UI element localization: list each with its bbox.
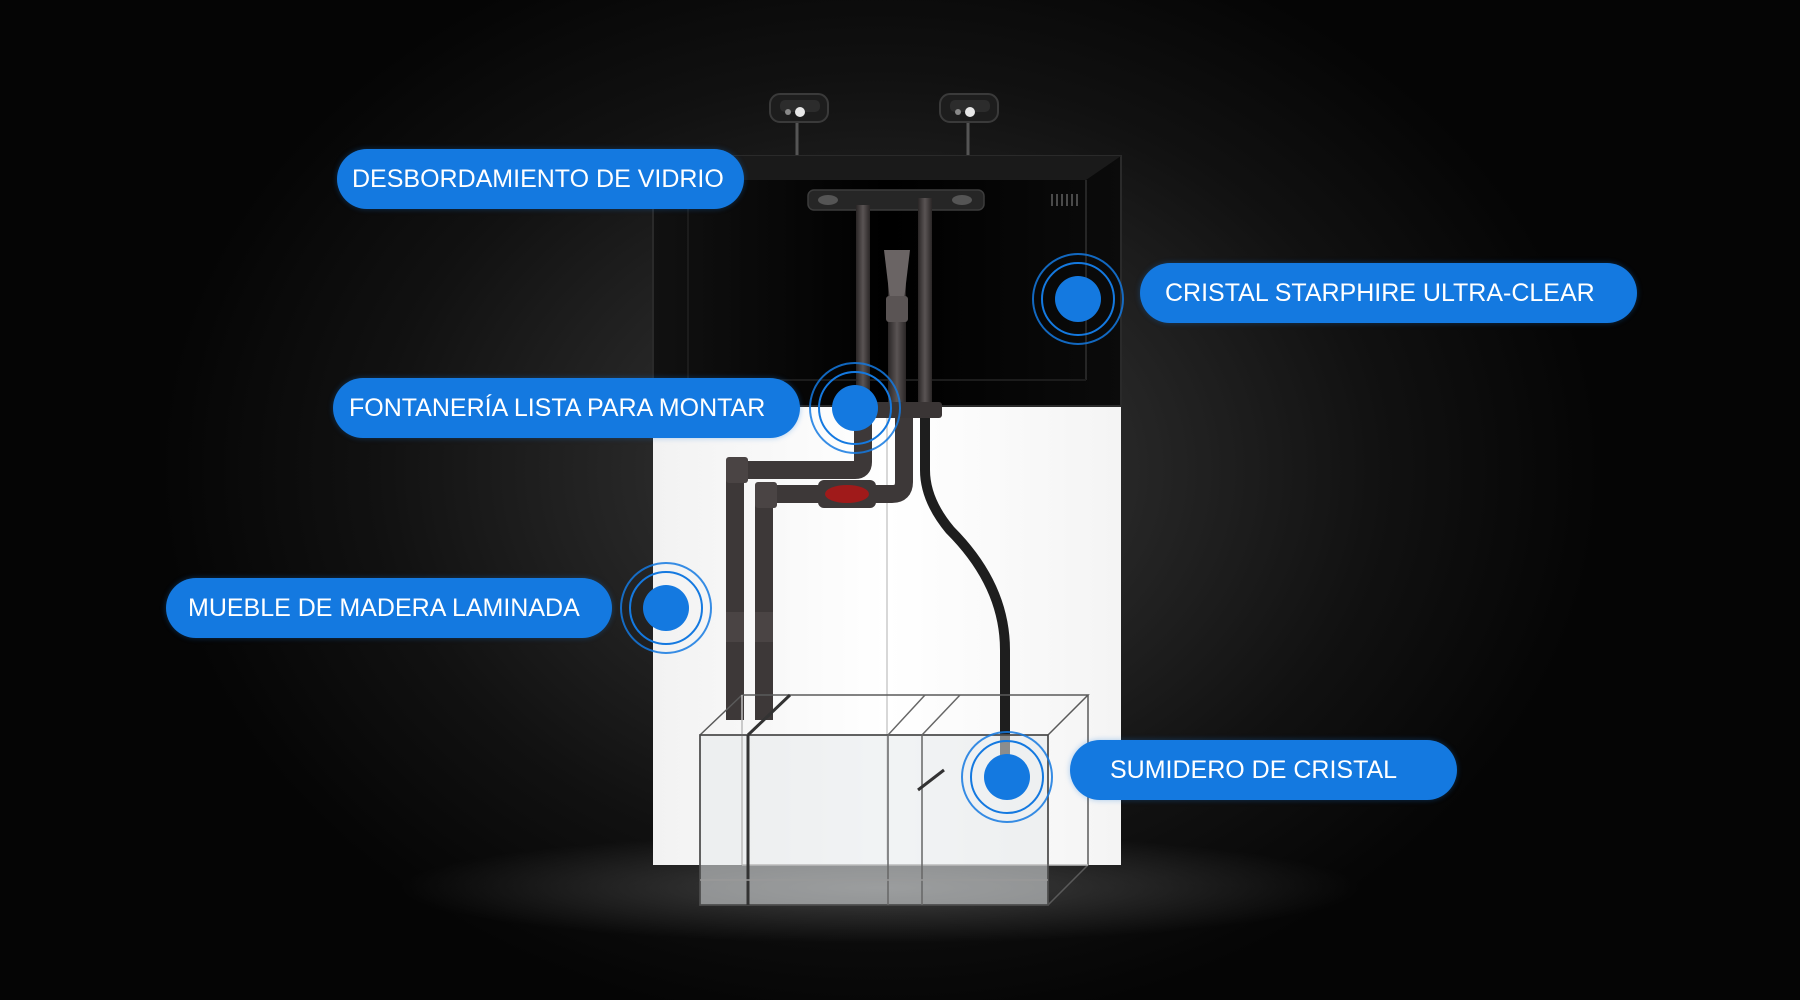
callout-glass-overflow-label: DESBORDAMIENTO DE VIDRIO xyxy=(352,165,724,193)
plumbing xyxy=(726,198,1010,765)
hotspot-ready-plumbing-icon[interactable] xyxy=(809,362,901,454)
callout-glass-sump-label: SUMIDERO DE CRISTAL xyxy=(1110,756,1398,784)
callout-laminated-cabinet[interactable]: MUEBLE DE MADERA LAMINADA xyxy=(166,578,612,638)
valve-icon xyxy=(825,485,869,503)
callout-starphire-glass-label: CRISTAL STARPHIRE ULTRA-CLEAR xyxy=(1165,279,1595,307)
callout-glass-overflow[interactable]: DESBORDAMIENTO DE VIDRIO xyxy=(337,149,744,209)
callout-laminated-cabinet-label: MUEBLE DE MADERA LAMINADA xyxy=(188,594,580,622)
callout-glass-sump[interactable]: SUMIDERO DE CRISTAL xyxy=(1070,740,1457,800)
hotspot-starphire-glass-icon[interactable] xyxy=(1032,253,1124,345)
callout-starphire-glass[interactable]: CRISTAL STARPHIRE ULTRA-CLEAR xyxy=(1140,263,1637,323)
hotspot-laminated-cabinet-icon[interactable] xyxy=(620,562,712,654)
led-light-left-icon xyxy=(769,93,829,155)
hotspot-glass-sump-icon[interactable] xyxy=(961,731,1053,823)
led-light-right-icon xyxy=(939,93,999,184)
callout-ready-plumbing-label: FONTANERÍA LISTA PARA MONTAR xyxy=(349,394,766,422)
callout-ready-plumbing[interactable]: FONTANERÍA LISTA PARA MONTAR xyxy=(333,378,800,438)
